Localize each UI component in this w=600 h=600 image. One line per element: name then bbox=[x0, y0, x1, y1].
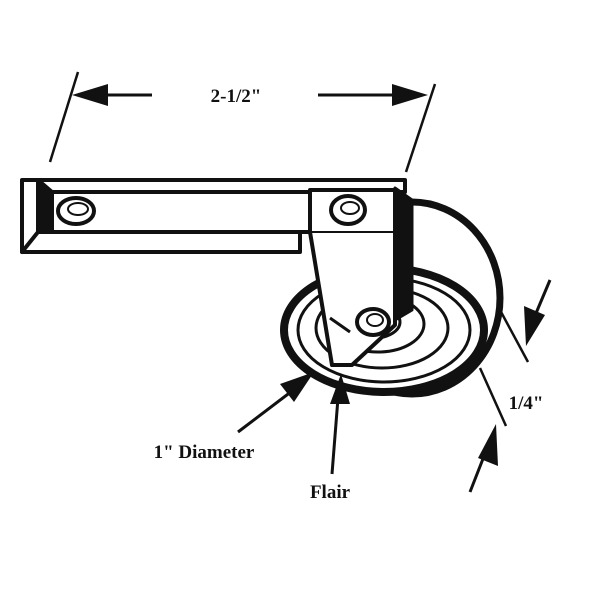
diameter-label: 1" Diameter bbox=[154, 442, 255, 463]
mounting-bracket bbox=[20, 178, 414, 367]
width-dimension bbox=[468, 279, 552, 493]
width-extension-top bbox=[498, 309, 530, 363]
flair-leader-line bbox=[330, 397, 340, 475]
width-arrow-top bbox=[524, 306, 545, 346]
width-extension-bottom bbox=[478, 367, 508, 427]
length-dimension bbox=[48, 71, 437, 173]
bracket-plate-hole-axle bbox=[355, 307, 391, 337]
width-label: 1/4" bbox=[509, 393, 544, 414]
bracket-plate-side bbox=[393, 186, 414, 322]
length-label: 2-1/2" bbox=[211, 86, 262, 107]
diameter-arrow bbox=[280, 372, 314, 402]
bracket-plate-hole-top bbox=[329, 194, 367, 226]
flair-label: Flair bbox=[310, 482, 351, 503]
bracket-arm-hole bbox=[56, 196, 96, 226]
bracket-arm-end bbox=[20, 178, 40, 254]
bracket-arm-bottom bbox=[20, 230, 302, 254]
flair-callout bbox=[330, 374, 350, 475]
diameter-leader-line bbox=[237, 386, 297, 434]
flair-arrow bbox=[330, 374, 350, 404]
length-extension-left bbox=[48, 71, 80, 163]
length-extension-right bbox=[404, 83, 437, 173]
diameter-callout bbox=[237, 372, 314, 434]
length-arrow-right bbox=[392, 84, 428, 106]
length-arrow-left bbox=[72, 84, 108, 106]
width-arrow-bottom bbox=[478, 424, 498, 466]
